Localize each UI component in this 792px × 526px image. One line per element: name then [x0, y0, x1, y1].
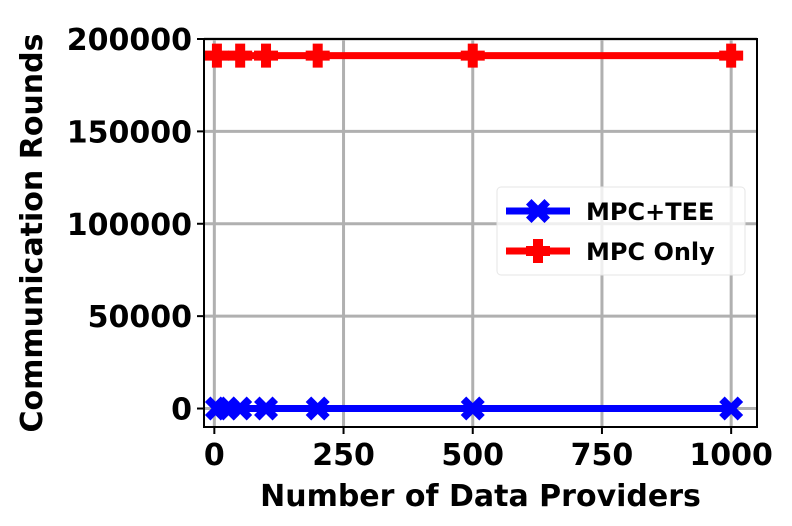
plot-frame [203, 38, 758, 428]
data-point-mpc-tee [254, 396, 279, 421]
data-point-mpc-tee [228, 396, 253, 421]
data-point-mpc-tee [719, 396, 744, 421]
x-tick-label: 1000 [689, 438, 773, 473]
y-tick-label: 0 [171, 393, 192, 428]
x-tick-label: 500 [441, 438, 504, 473]
y-axis-ticks: 0 50000 100000 150000 200000 [67, 23, 204, 428]
series-layer [204, 43, 744, 421]
x-tick-label: 250 [312, 438, 375, 473]
legend-marker-mpc-only [526, 239, 550, 263]
y-tick-label: 150000 [67, 115, 192, 150]
data-point-mpc-tee [305, 396, 330, 421]
data-point-mpc-only [305, 43, 330, 68]
x-tick-label: 0 [204, 438, 225, 473]
data-point-mpc-only [719, 43, 744, 68]
data-point-mpc-only [228, 43, 253, 68]
y-tick-label: 50000 [88, 300, 192, 335]
legend-marker-mpc-tee [526, 199, 550, 223]
x-axis-title: Number of Data Providers [260, 479, 701, 514]
data-point-mpc-only [460, 43, 485, 68]
series-mpc-tee [204, 396, 744, 421]
series-mpc-only [204, 43, 744, 68]
y-axis-title: Communication Rounds [15, 34, 50, 433]
legend: MPC+TEE MPC Only [496, 186, 746, 276]
x-axis-ticks: 0 250 500 750 1000 [204, 427, 773, 473]
y-tick-label: 200000 [67, 23, 192, 58]
data-point-mpc-only [204, 43, 229, 68]
data-point-mpc-tee [460, 396, 485, 421]
y-tick-label: 100000 [67, 208, 192, 243]
data-point-mpc-only [254, 43, 279, 68]
legend-label-mpc-only: MPC Only [586, 238, 715, 266]
x-tick-label: 750 [571, 438, 634, 473]
legend-label-mpc-tee: MPC+TEE [586, 198, 714, 226]
